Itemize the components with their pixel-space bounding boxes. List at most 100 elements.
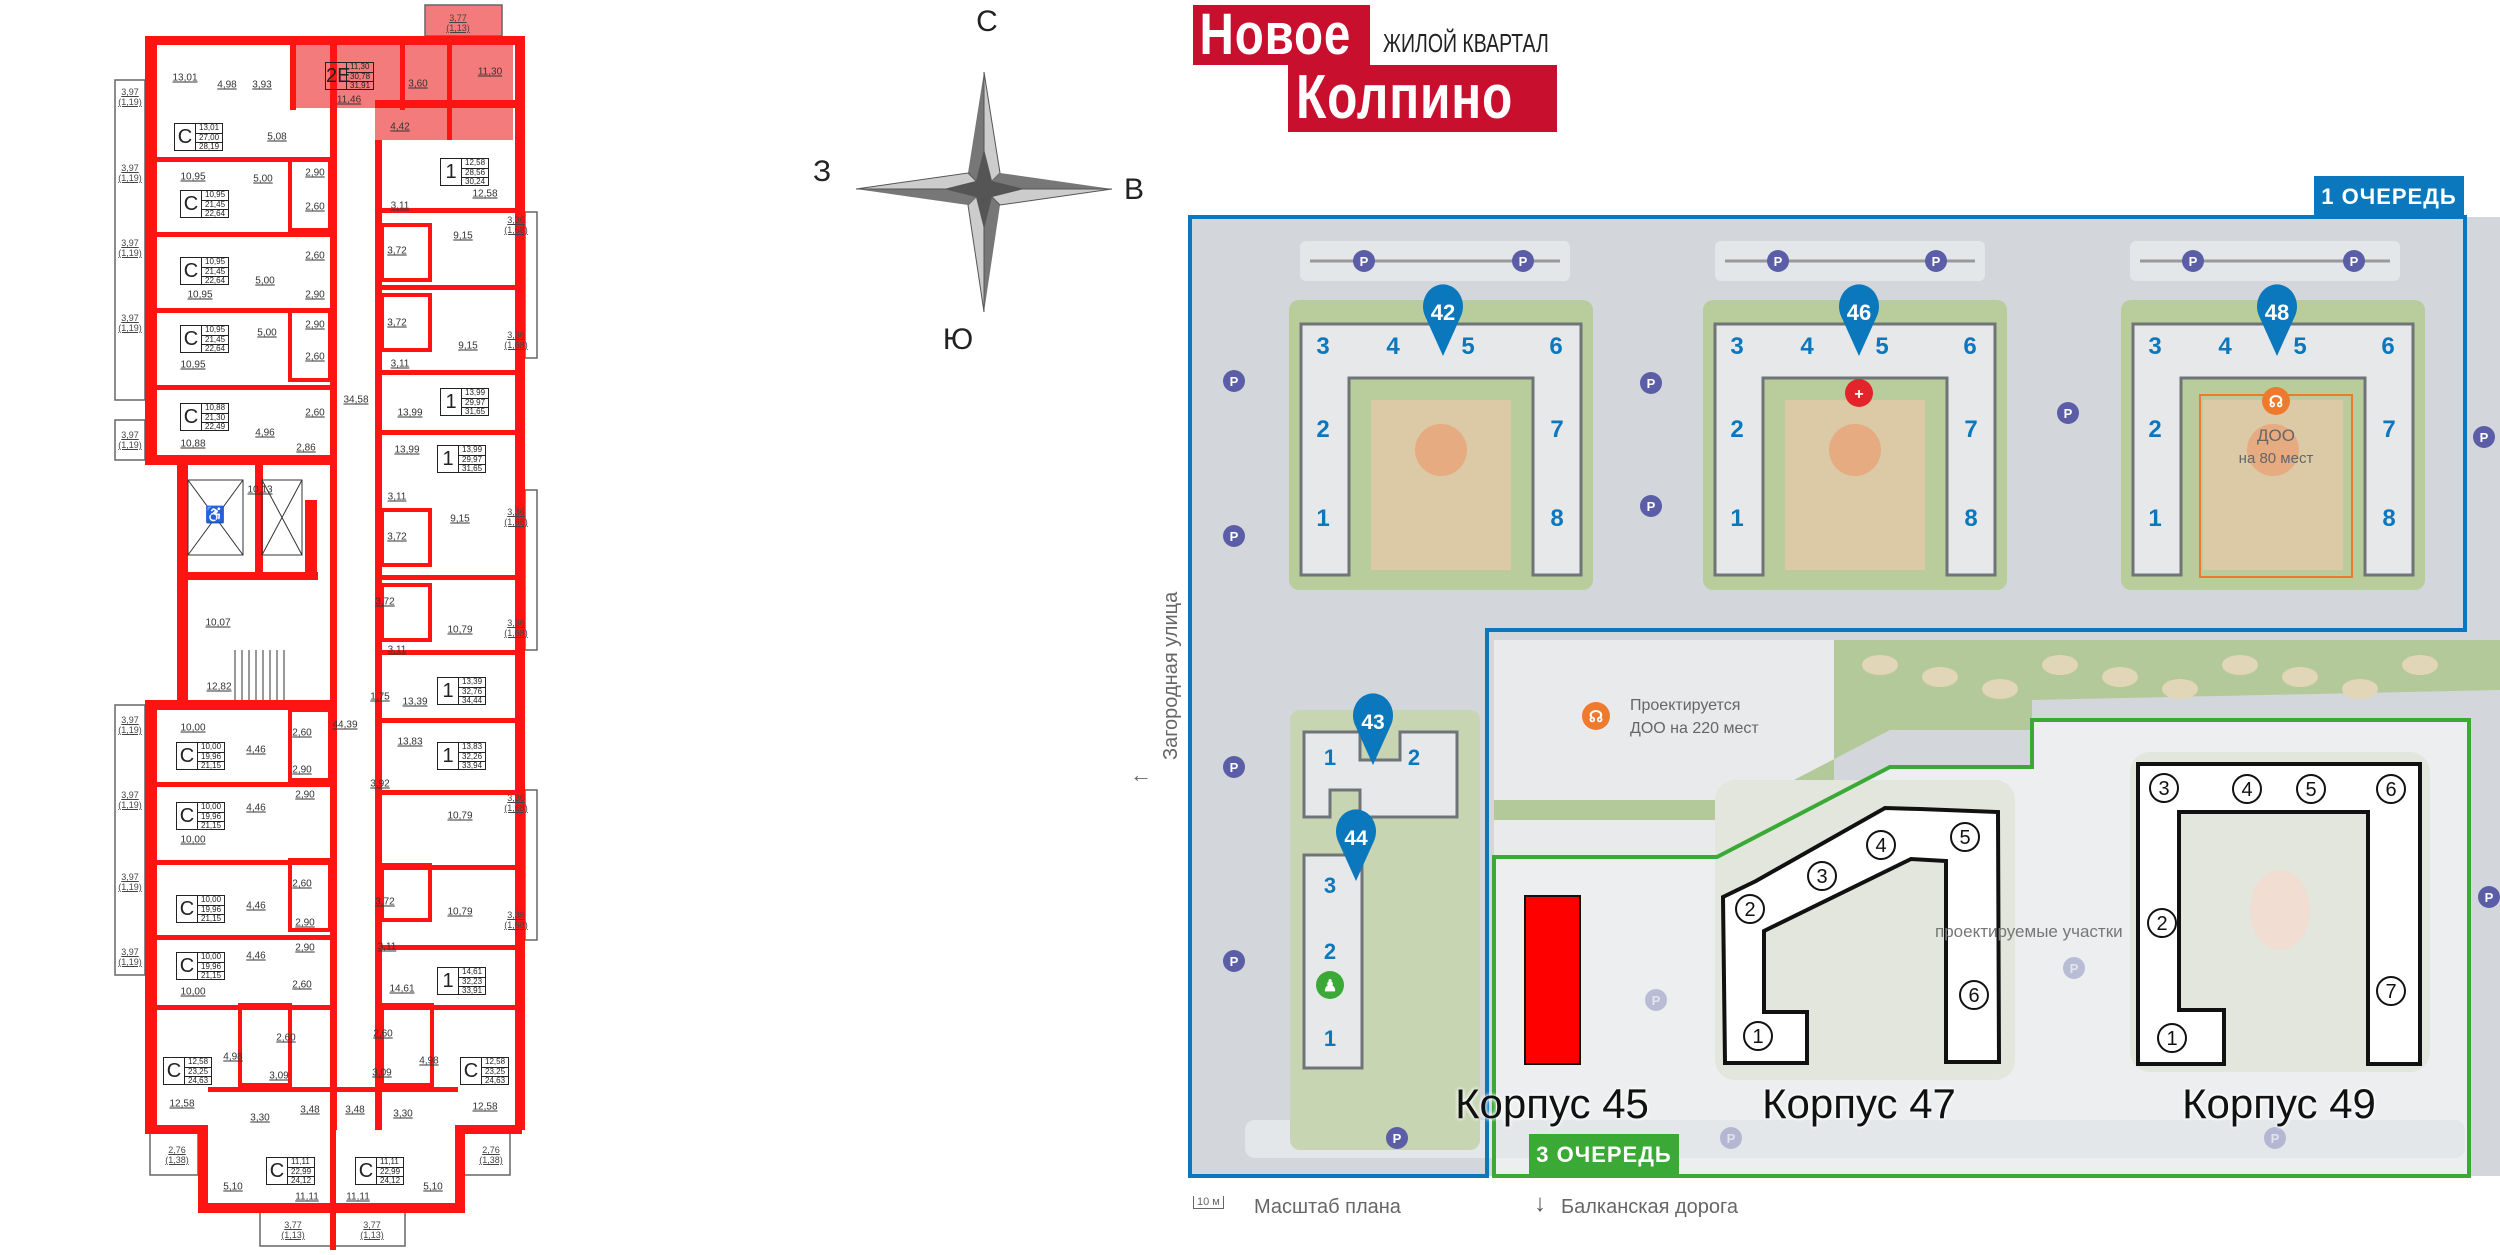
room-area-label: 12,58	[169, 1098, 195, 1110]
scale-bar: 10 м	[1193, 1196, 1224, 1209]
apartment-area: 21,15	[201, 761, 222, 771]
balcony-area-label: 3,36(1,68)	[504, 507, 528, 527]
apartment-area: 24,63	[485, 1076, 506, 1086]
parking-icon-label: P	[2064, 406, 2073, 421]
section-circle	[1735, 894, 1765, 924]
apartment-area: 10,00	[198, 802, 225, 813]
room-area-label: 1,75	[370, 691, 390, 703]
korpus-49-label[interactable]: Корпус 49	[2182, 1080, 2376, 1127]
balcony-area-value: (1,68)	[504, 517, 528, 527]
parking-icon	[1512, 250, 1534, 272]
parking-icon	[1223, 525, 1245, 547]
phase-1-outline	[1188, 215, 2467, 1178]
room-area-label: 3,60	[408, 78, 428, 90]
balcony-area-value: 3,77	[363, 1220, 381, 1230]
korpus-47-label[interactable]: Корпус 47	[1762, 1080, 1956, 1127]
parking-icon-label: P	[1727, 1131, 1736, 1146]
parking-icon-label: P	[2480, 430, 2489, 445]
section-circle	[2157, 1023, 2187, 1053]
section-number: 5	[1875, 333, 1888, 360]
balcony-area-value: 3,97	[121, 163, 139, 173]
parking-icon-label: P	[1774, 254, 1783, 269]
location-pin-icon	[1336, 809, 1376, 881]
school-icon	[1316, 971, 1344, 999]
wall	[290, 45, 296, 110]
wall	[198, 1125, 208, 1213]
section-circle	[2376, 774, 2406, 804]
room-area-label: 3,72	[375, 896, 395, 908]
parking-icon-label: P	[1230, 374, 1239, 389]
parking-icon	[2343, 250, 2365, 272]
balcony-area-label: 3,77(1,13)	[360, 1220, 384, 1240]
kindergarten-48-label: ДОО	[2257, 426, 2295, 445]
apartment-divider	[382, 865, 515, 870]
location-pin-icon	[1423, 284, 1463, 356]
apartment-area: 13,99	[459, 445, 486, 456]
room-area-label: 4,46	[246, 744, 266, 756]
street-west-label: Загородная улица	[1160, 591, 1182, 760]
bathroom	[238, 1003, 292, 1087]
apartment-type: 1	[438, 968, 459, 994]
balcony-area-value: 3,36	[507, 618, 525, 628]
balcony-area-label: 3,97(1,19)	[118, 715, 142, 735]
park-path	[2282, 667, 2318, 687]
section-number: 5	[1461, 333, 1474, 360]
korpus-45-label[interactable]: Корпус 45	[1455, 1080, 1649, 1127]
apartment-area: 12,58	[482, 1057, 509, 1068]
park-path	[2402, 655, 2438, 675]
room-area-label: 4,98	[223, 1051, 243, 1063]
road-south-label: Балканская дорога	[1561, 1196, 1738, 1218]
section-number: 8	[2382, 505, 2395, 532]
logo-line-2: Колпино	[1296, 65, 1514, 132]
balcony-area-label: 3,36(1,68)	[504, 330, 528, 350]
apartment-type: C	[181, 326, 202, 352]
room-area-label: 4,96	[255, 427, 275, 439]
balcony-area-value: 3,36	[507, 330, 525, 340]
section-number: 2	[1316, 416, 1329, 443]
apartment-divider	[157, 157, 335, 162]
parking-icon-label: P	[1230, 529, 1239, 544]
room-area-label: 2,60	[292, 979, 312, 991]
room-area-label: 2,90	[305, 289, 325, 301]
section-number: 4	[2241, 779, 2252, 801]
room-area-label: 3,48	[345, 1104, 365, 1116]
balcony-area-label: 3,77(1,13)	[446, 13, 470, 33]
apartment-type: C	[461, 1058, 482, 1084]
section-number: 3	[2158, 778, 2169, 800]
section-number: 2	[1744, 899, 1755, 921]
wall	[145, 36, 525, 45]
room-area-label: 3,72	[387, 245, 407, 257]
apartment-area: 11,30	[347, 62, 374, 73]
phase-1-tab[interactable]: 1 ОЧЕРЕДЬ	[2314, 176, 2464, 217]
section-number: 3	[1324, 873, 1336, 898]
apartment-area: 22,99	[288, 1167, 315, 1178]
room-area-label: 3,09	[269, 1070, 289, 1082]
section-number: 2	[1408, 745, 1420, 770]
building-44	[1302, 853, 1364, 1070]
apartment-divider	[382, 370, 515, 375]
apartment-divider	[157, 385, 335, 390]
apartment-divider	[157, 782, 335, 787]
balcony-area-label: 3,36(1,68)	[504, 618, 528, 638]
phase-3-tab[interactable]: 3 ОЧЕРЕДЬ	[1529, 1134, 1679, 1176]
